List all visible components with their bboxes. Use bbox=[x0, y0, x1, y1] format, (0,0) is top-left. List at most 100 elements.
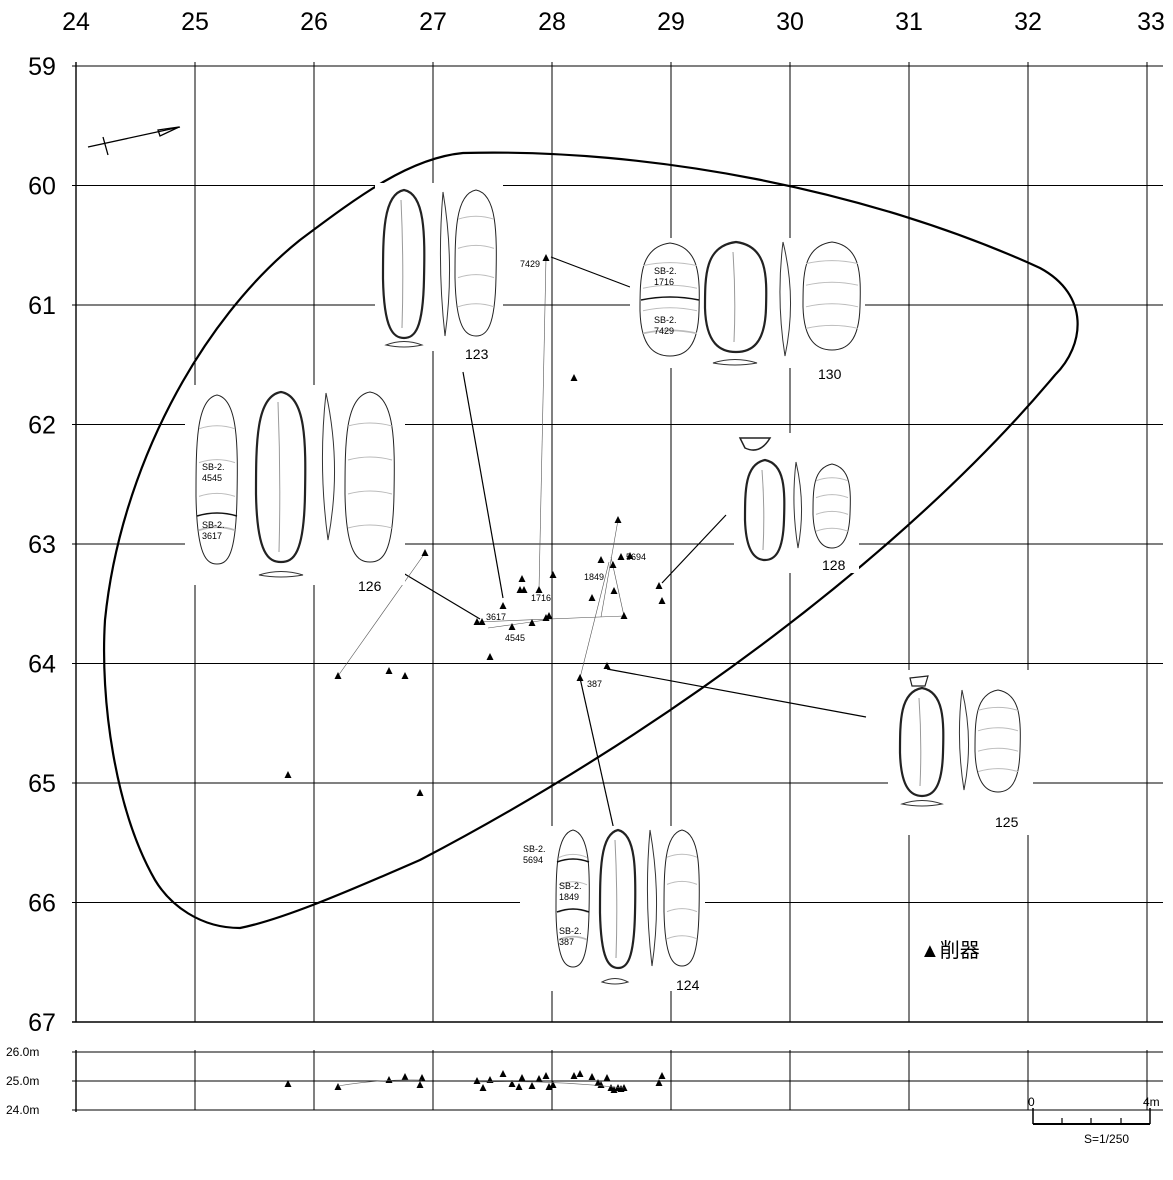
point-label: 5694 bbox=[626, 552, 646, 562]
artifact-outline bbox=[663, 829, 700, 967]
y-axis-label: 62 bbox=[28, 412, 56, 440]
find-point bbox=[486, 653, 494, 660]
find-point bbox=[620, 612, 628, 619]
x-axis-label: 32 bbox=[1014, 8, 1042, 36]
x-axis-label: 28 bbox=[538, 8, 566, 36]
refit-line bbox=[487, 619, 547, 629]
artifact-section bbox=[258, 571, 304, 578]
find-point bbox=[421, 549, 429, 556]
artifact-side-view bbox=[646, 829, 658, 967]
section-point bbox=[620, 1084, 628, 1091]
find-point bbox=[614, 516, 622, 523]
artifact-outline bbox=[802, 241, 861, 351]
find-point bbox=[528, 619, 536, 626]
section-point bbox=[473, 1077, 481, 1084]
artifact-number: 123 bbox=[465, 346, 489, 362]
section-point bbox=[597, 1081, 605, 1088]
leader-line bbox=[462, 371, 504, 599]
scale-ratio: S=1/250 bbox=[1084, 1132, 1129, 1146]
section-point bbox=[603, 1074, 611, 1081]
artifact-outline bbox=[195, 394, 238, 565]
refit-line bbox=[337, 552, 426, 677]
x-axis-label: 31 bbox=[895, 8, 923, 36]
x-axis-label: 24 bbox=[62, 8, 90, 36]
artifact-side-view bbox=[321, 392, 336, 541]
leader-line bbox=[606, 668, 867, 718]
y-axis-label: 66 bbox=[28, 890, 56, 918]
refit-label: 7429 bbox=[654, 326, 674, 336]
artifact-section bbox=[900, 800, 944, 807]
refit-label: SB-2. bbox=[202, 520, 225, 530]
artifact-section bbox=[712, 359, 758, 366]
section-point bbox=[518, 1074, 526, 1081]
section-point bbox=[416, 1081, 424, 1088]
artifact-side-view bbox=[779, 241, 792, 357]
find-point bbox=[499, 602, 507, 609]
find-point bbox=[334, 672, 342, 679]
x-axis-label: 27 bbox=[419, 8, 447, 36]
x-axis-label: 26 bbox=[300, 8, 328, 36]
find-point bbox=[542, 614, 550, 621]
refit-label: SB-2. bbox=[654, 266, 677, 276]
artifact-123: 123 bbox=[375, 183, 503, 362]
refit-label: SB-2. bbox=[523, 844, 546, 854]
section-point bbox=[486, 1076, 494, 1083]
section-point bbox=[545, 1083, 553, 1090]
artifact-side-view bbox=[793, 461, 803, 549]
y-axis-label: 59 bbox=[28, 53, 56, 81]
elevation-label: 25.0m bbox=[6, 1074, 39, 1088]
find-point bbox=[542, 254, 550, 261]
refit-label: SB-2. bbox=[654, 315, 677, 325]
find-point bbox=[609, 561, 617, 568]
find-point bbox=[416, 789, 424, 796]
artifact-drawings: 123SB-2.1716SB-2.7429130SB-2.4545SB-2.36… bbox=[185, 183, 1033, 993]
elevation-label: 24.0m bbox=[6, 1103, 39, 1117]
section-point bbox=[570, 1072, 578, 1079]
section-point bbox=[542, 1072, 550, 1079]
y-axis-label: 63 bbox=[28, 531, 56, 559]
find-points bbox=[284, 254, 666, 796]
find-point bbox=[617, 553, 625, 560]
artifact-128: 128 bbox=[734, 433, 859, 573]
section-point bbox=[576, 1070, 584, 1077]
leader-line bbox=[392, 566, 481, 620]
refit-label: SB-2. bbox=[559, 926, 582, 936]
section-point bbox=[508, 1080, 516, 1087]
scale-bar: 0 4m S=1/250 bbox=[1028, 1095, 1160, 1146]
section-point bbox=[284, 1080, 292, 1087]
find-point bbox=[535, 586, 543, 593]
section-point bbox=[610, 1086, 618, 1093]
find-point bbox=[588, 594, 596, 601]
find-point bbox=[478, 618, 486, 625]
y-axis-label: 64 bbox=[28, 651, 56, 679]
find-point bbox=[626, 552, 634, 559]
find-point bbox=[508, 623, 516, 630]
refit-label: 5694 bbox=[523, 855, 543, 865]
legend-label: ▲削器 bbox=[920, 939, 980, 962]
artifact-outline bbox=[898, 686, 945, 798]
artifact-number: 124 bbox=[676, 977, 700, 993]
artifact-number: 130 bbox=[818, 366, 842, 382]
artifact-outline bbox=[254, 390, 307, 564]
section-point bbox=[401, 1073, 409, 1080]
find-point bbox=[385, 667, 393, 674]
find-point bbox=[518, 575, 526, 582]
artifact-side-view bbox=[958, 689, 970, 791]
refit-label: 1849 bbox=[559, 892, 579, 902]
scale-zero: 0 bbox=[1028, 1095, 1035, 1109]
point-label: 7429 bbox=[520, 259, 540, 269]
section-point bbox=[588, 1073, 596, 1080]
point-label: 4545 bbox=[505, 633, 525, 643]
point-label: 387 bbox=[587, 679, 602, 689]
artifact-outline bbox=[812, 463, 851, 549]
x-axis-label: 25 bbox=[181, 8, 209, 36]
artifact-outline bbox=[344, 391, 395, 563]
refit-label: 3617 bbox=[202, 531, 222, 541]
section-point bbox=[515, 1083, 523, 1090]
artifact-number: 126 bbox=[358, 578, 382, 594]
